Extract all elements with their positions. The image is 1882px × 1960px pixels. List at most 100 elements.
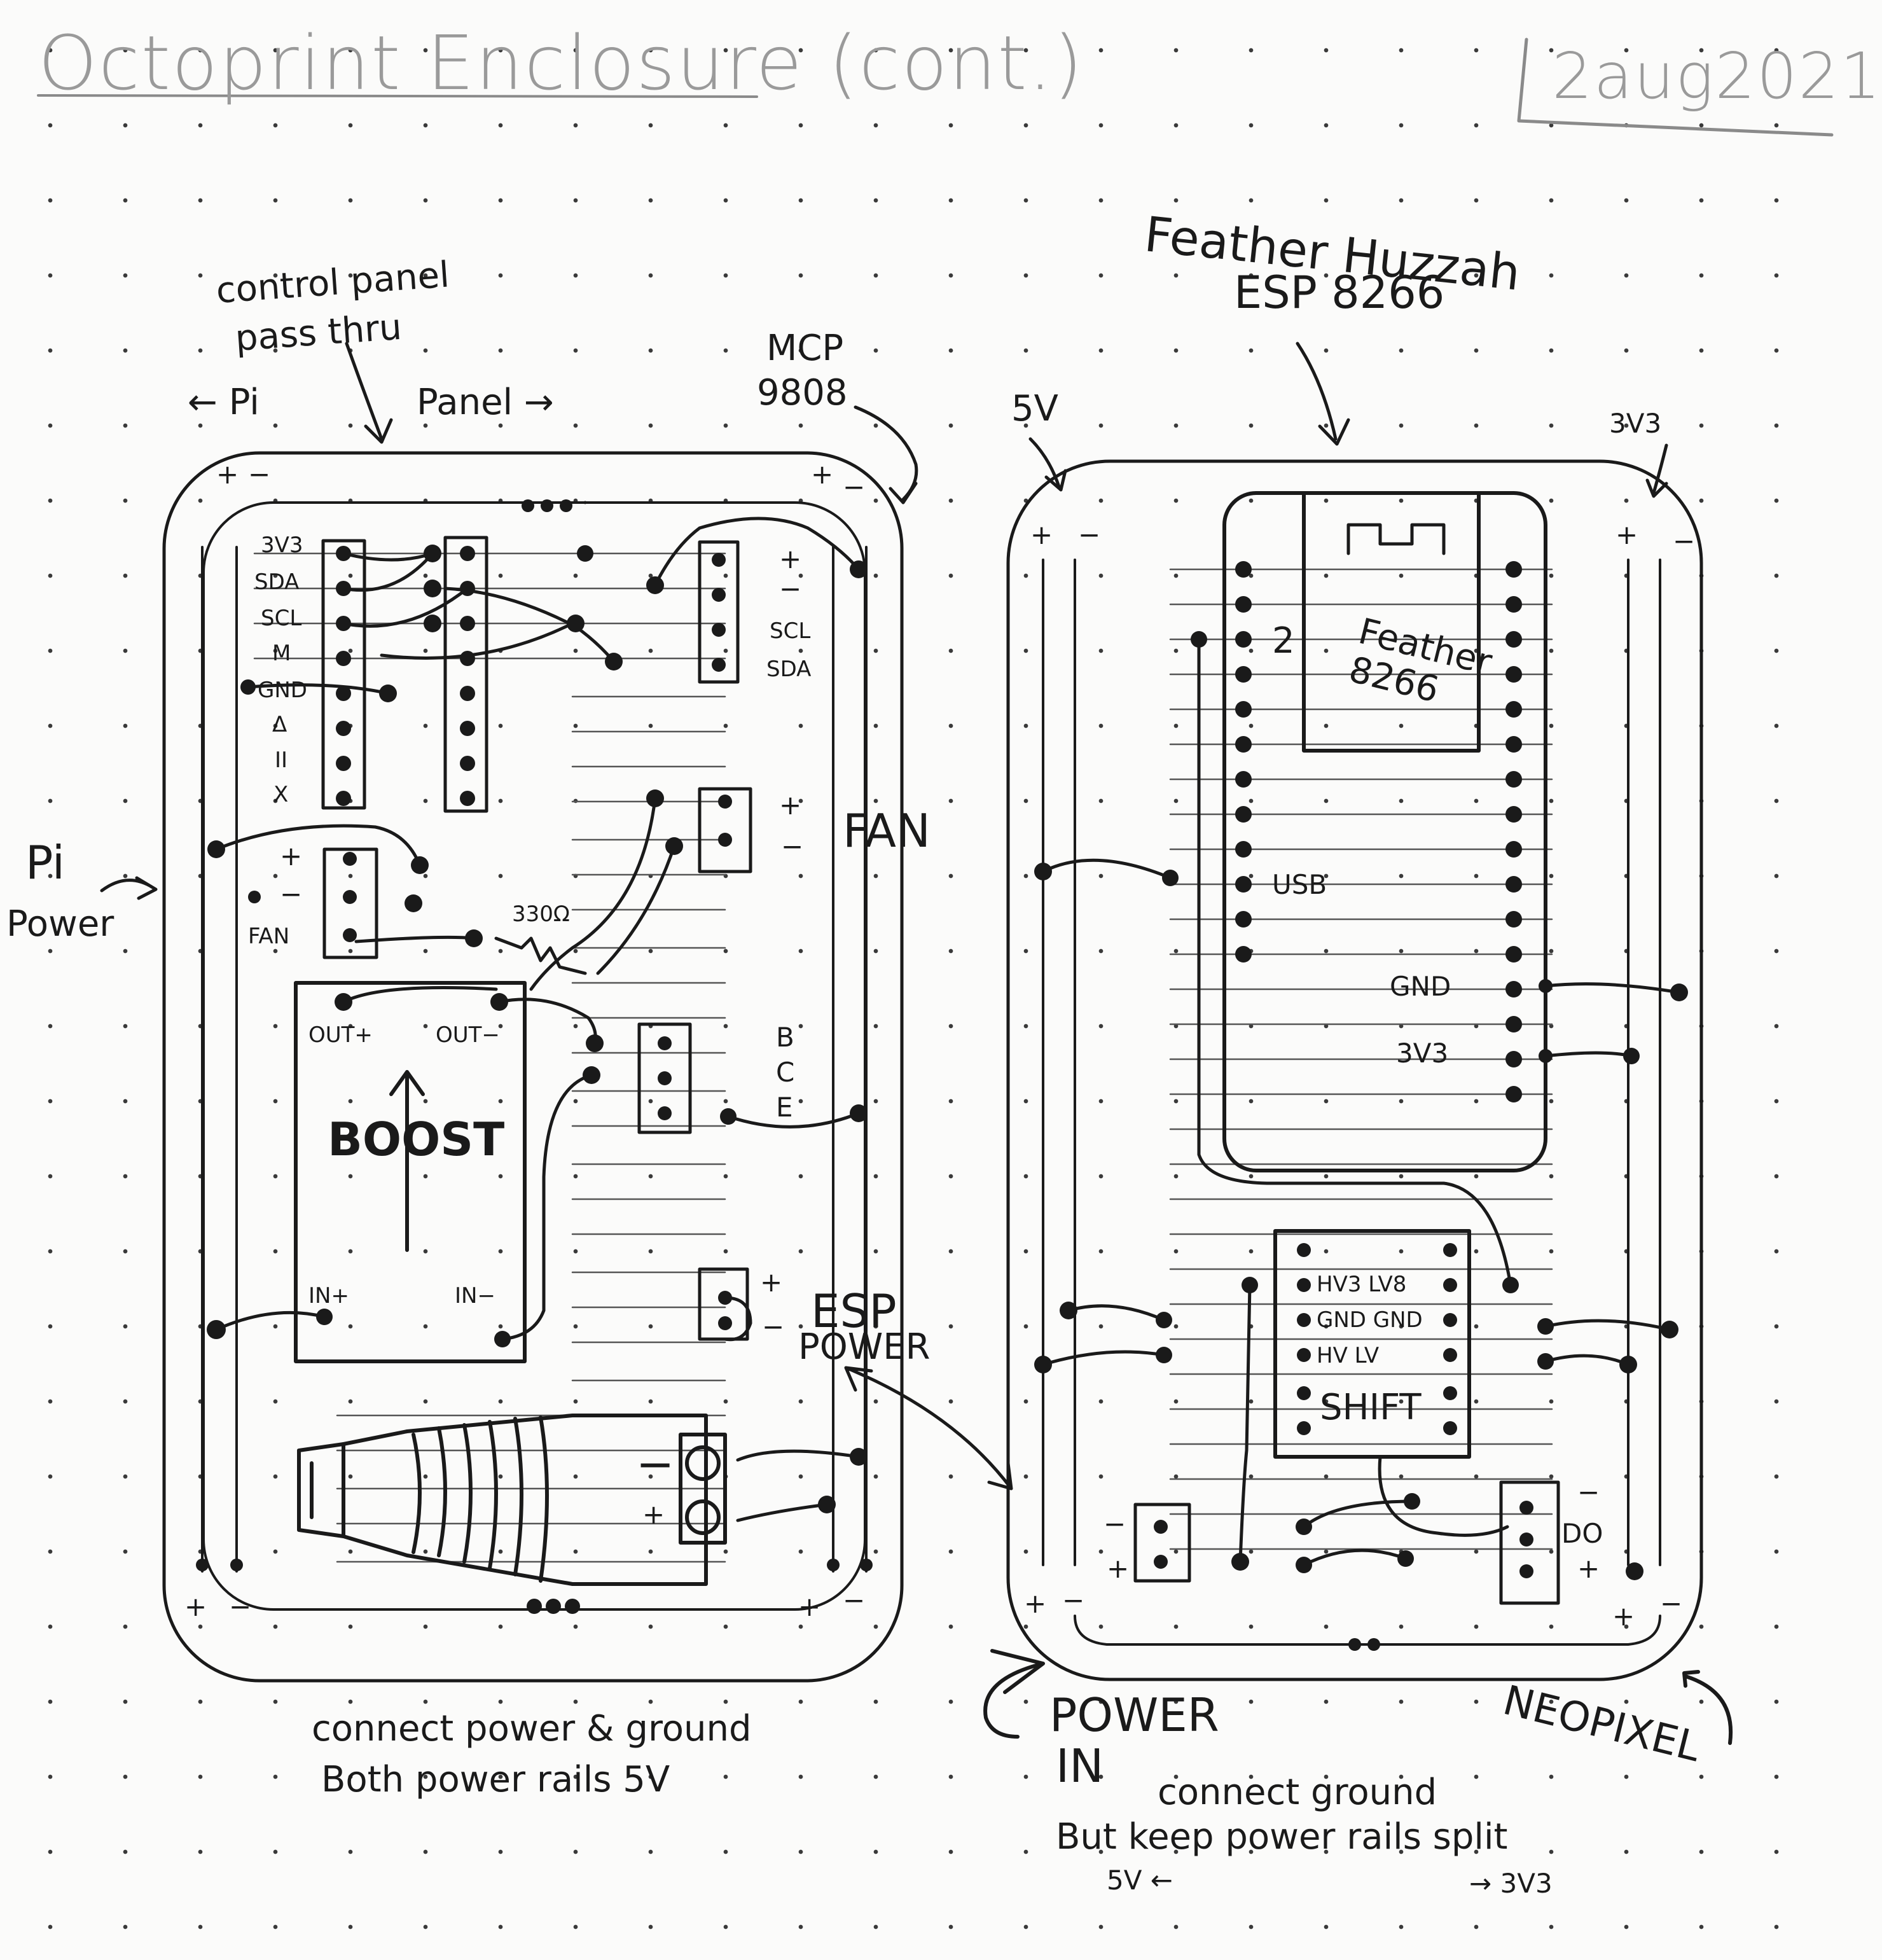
left-solder-dots: [196, 499, 873, 1614]
pin-label-delta: Δ: [272, 712, 287, 737]
rail-sign-right-top: +: [811, 459, 834, 490]
rail-sign-left-bottom-minus: −: [229, 1591, 252, 1622]
pin-label-gnd: GND: [258, 678, 307, 703]
circuit-drawing: [37, 38, 1834, 1745]
barrel-jack: [297, 1414, 727, 1586]
boost-in-minus: IN−: [455, 1283, 495, 1309]
esp-pin-minus: −: [762, 1311, 785, 1342]
right-rail-sign-bl-minus: −: [1062, 1585, 1085, 1616]
resistor-label: 330Ω: [512, 901, 570, 927]
right-jumper-wires: [1041, 637, 1681, 1567]
mcp-arrow: [854, 405, 918, 504]
feather-arrow: [1296, 342, 1350, 446]
boost-converter-outline: [294, 981, 527, 1363]
right-rail-sign-br-plus: +: [1612, 1601, 1635, 1632]
power-in-header: [1133, 1503, 1191, 1583]
title-underline: [37, 94, 758, 98]
mcp-pin-minus: −: [779, 573, 802, 604]
right-rail-sign-tl-minus: −: [1078, 519, 1101, 550]
jack-pin-plus: +: [642, 1499, 665, 1530]
power-label: Power: [6, 903, 114, 945]
right-solder-dots: [1034, 561, 1688, 1651]
rail-sign-right-top-minus: −: [843, 471, 866, 503]
pi-direction-label: ← Pi: [188, 382, 259, 423]
panel-direction-label: Panel →: [417, 382, 554, 423]
transistor-pin-e: E: [776, 1092, 793, 1123]
boost-label: BOOST: [328, 1113, 505, 1166]
left-power-rails: [201, 546, 868, 1573]
boost-out-plus: OUT+: [308, 1022, 373, 1048]
esp-label: ESP: [811, 1284, 897, 1338]
right-power-rails: [1042, 559, 1661, 1646]
rail-5v-arrow: [1028, 437, 1067, 492]
right-rail-sign-tr-minus: −: [1673, 525, 1696, 557]
esp-power-label: POWER: [798, 1326, 931, 1368]
usb-label: USB: [1272, 869, 1327, 900]
pin-label-ii: II: [275, 747, 288, 773]
fan-label: FAN: [843, 804, 931, 858]
esp-power-link-arrow: [844, 1366, 1013, 1491]
right-rail-sign-br-minus: −: [1660, 1588, 1683, 1619]
rail-3v3-arrow: [1645, 443, 1668, 498]
left-board: [100, 342, 918, 1683]
pi-power-pin-fan: FAN: [248, 924, 290, 949]
neopixel-pin-plus: +: [1577, 1553, 1600, 1584]
left-board-inner: [202, 501, 866, 1611]
shifter-row-1: HV3 LV8: [1317, 1272, 1407, 1297]
right-rail-sign-tr-plus: +: [1616, 519, 1638, 550]
rail-3v3-label: 3V3: [1609, 408, 1662, 439]
feather-antenna: [1346, 523, 1446, 555]
v33-label: 3V3: [1396, 1038, 1449, 1069]
pi-label: Pi: [25, 836, 65, 889]
right-board: [844, 342, 1733, 1745]
boost-arrow: [389, 1070, 425, 1252]
left-note-line2: Both power rails 5V: [321, 1759, 670, 1800]
left-jumper-wires: [214, 501, 861, 1522]
esp-pin-plus: +: [760, 1267, 783, 1298]
jack-pin-minus: −: [636, 1437, 675, 1491]
rail-5v-label: 5V: [1011, 388, 1058, 429]
neopixel-pin-minus: −: [1577, 1477, 1600, 1508]
mcp-header: [698, 540, 740, 684]
page-date: 2aug2021: [1552, 39, 1882, 113]
boost-out-minus: OUT−: [436, 1022, 500, 1048]
mcp-number-label: 9808: [757, 372, 848, 414]
resistor-330: [494, 936, 587, 975]
arrow-5v-label: 5V ←: [1107, 1865, 1173, 1896]
mcp-pin-scl: SCL: [770, 618, 811, 644]
pin-label-sda: SDA: [254, 569, 300, 595]
power-in-pin-minus: −: [1104, 1508, 1126, 1540]
right-board-outline: [1006, 459, 1703, 1681]
right-strip-rows: [1169, 568, 1553, 1550]
pi-power-header: [322, 847, 378, 959]
left-board-outline: [162, 451, 904, 1683]
neopixel-arrow: [1682, 1670, 1733, 1745]
feather-board-outline: [1222, 491, 1547, 1172]
power-in-label-2: IN: [1056, 1739, 1104, 1793]
pin-label-3v3: 3V3: [261, 532, 303, 558]
right-note-line1: connect ground: [1158, 1772, 1437, 1813]
boost-in-plus: IN+: [308, 1283, 349, 1309]
neopixel-pin-do: DO: [1561, 1518, 1603, 1549]
page-title: Octoprint Enclosure (cont.): [38, 19, 1084, 107]
transistor-pin-b: B: [776, 1022, 794, 1053]
pin-label-x: X: [273, 782, 289, 807]
fan-pin-minus: −: [781, 831, 804, 862]
level-shifter-outline: [1273, 1229, 1471, 1459]
right-note-line2: But keep power rails split: [1056, 1816, 1508, 1858]
transistor-body: [637, 1022, 692, 1134]
rail-sign-left-bottom: +: [184, 1591, 207, 1622]
neopixel-header: [1499, 1480, 1560, 1605]
mcp-pin-sda: SDA: [766, 657, 812, 682]
power-in-label: POWER: [1049, 1688, 1219, 1742]
shifter-row-3: HV LV: [1317, 1343, 1380, 1368]
pi-power-pin-plus: +: [280, 840, 303, 872]
right-rail-sign-tl-plus: +: [1030, 519, 1053, 550]
arrow-3v3-label: → 3V3: [1469, 1868, 1553, 1899]
rail-sign-left-top: +: [216, 459, 239, 490]
dot-grid-paper: [0, 0, 1842, 1960]
pin-2-label: 2: [1272, 620, 1295, 662]
left-strip-rows: [253, 552, 726, 1563]
shifter-row-2: GND GND: [1317, 1307, 1423, 1333]
fan-header: [698, 787, 752, 873]
